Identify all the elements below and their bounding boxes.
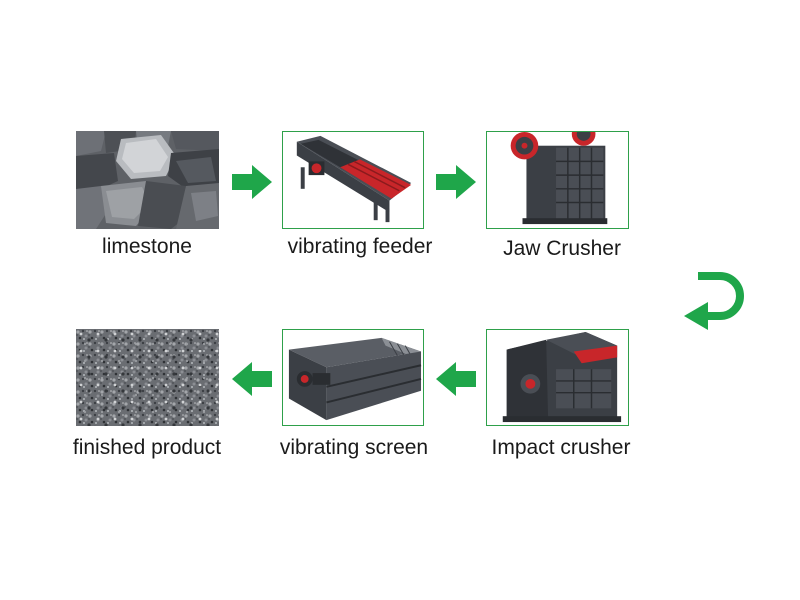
limestone-image	[76, 131, 219, 229]
step-label-finished-product: finished product	[72, 436, 222, 459]
vibrating-screen-image	[282, 329, 424, 426]
arrow-left-icon	[232, 362, 272, 396]
step-label-impact-crusher: Impact crusher	[491, 436, 631, 459]
step-label-jaw-crusher: Jaw Crusher	[503, 237, 621, 260]
vibrating-feeder-image	[282, 131, 424, 229]
impact-crusher-image	[486, 329, 629, 426]
arrow-left-icon	[436, 362, 476, 396]
step-label-vibrating-feeder: vibrating feeder	[287, 235, 433, 258]
u-turn-arrow-icon	[684, 268, 750, 330]
jaw-crusher-image	[486, 131, 629, 229]
step-label-limestone: limestone	[102, 235, 192, 258]
arrow-right-icon	[436, 165, 476, 199]
finished-product-image	[76, 329, 219, 426]
step-label-vibrating-screen: vibrating screen	[279, 436, 429, 459]
arrow-right-icon	[232, 165, 272, 199]
